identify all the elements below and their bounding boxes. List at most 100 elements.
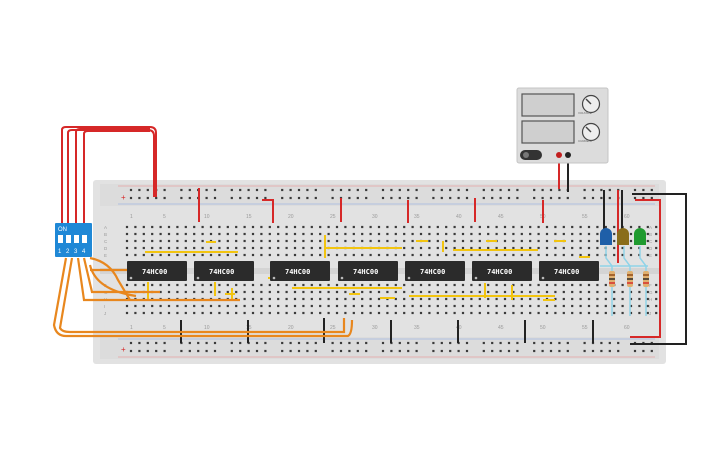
row-label: A <box>104 225 107 230</box>
voltage-display <box>521 93 575 117</box>
pin1-marker <box>196 276 200 280</box>
led-lead <box>605 246 613 316</box>
positive-terminal[interactable] <box>556 152 562 158</box>
pin1-marker <box>541 276 545 280</box>
dip-on-label: ON <box>58 227 67 233</box>
pin1-marker <box>340 276 344 280</box>
col-num: 20 <box>288 214 294 220</box>
col-num: 60 <box>624 325 630 331</box>
wire-red <box>83 130 150 230</box>
dip-number: 3 <box>74 249 78 255</box>
current-display <box>521 120 575 144</box>
col-num: 1 <box>130 214 133 220</box>
row-label: H <box>649 297 652 302</box>
row-label: C <box>649 239 653 244</box>
knob-label: VOLTAGE <box>578 111 592 115</box>
led-blue[interactable] <box>600 228 612 245</box>
ic-chip[interactable]: 74HC00 <box>405 261 465 281</box>
dip-switch[interactable]: ON 1 2 3 4 <box>55 223 92 257</box>
dip-number: 4 <box>82 249 86 255</box>
wire-black <box>630 193 687 345</box>
wire-orange <box>82 257 160 294</box>
col-num: 35 <box>414 325 420 331</box>
orange-wires <box>52 256 354 338</box>
row-label: B <box>649 232 652 237</box>
dip-toggle-2[interactable] <box>66 235 71 243</box>
ic-chip[interactable]: 74HC00 <box>539 261 599 281</box>
col-num: 20 <box>288 325 294 331</box>
wire-red <box>630 199 661 338</box>
col-num: 45 <box>498 325 504 331</box>
chip-label: 74HC00 <box>142 268 167 276</box>
ic-chip[interactable]: 74HC00 <box>472 261 532 281</box>
chip-label: 74HC00 <box>420 268 445 276</box>
col-num: 60 <box>624 214 630 220</box>
col-num: 30 <box>372 325 378 331</box>
pin1-marker <box>129 276 133 280</box>
wire-red <box>61 126 157 230</box>
negative-terminal[interactable] <box>565 152 571 158</box>
ic-chip[interactable]: 74HC00 <box>127 261 187 281</box>
col-num: 55 <box>582 214 588 220</box>
row-label: I <box>104 304 105 309</box>
breadboard-holes <box>125 188 658 353</box>
dip-number: 2 <box>66 249 70 255</box>
row-label: G <box>649 290 653 295</box>
dip-toggle-4[interactable] <box>82 235 87 243</box>
rail-plus-bottom: + <box>121 345 126 354</box>
dip-toggle-1[interactable] <box>58 235 63 243</box>
col-num: 30 <box>372 214 378 220</box>
row-label: B <box>104 232 107 237</box>
resistors <box>600 246 649 316</box>
chip-label: 74HC00 <box>285 268 310 276</box>
pin1-marker <box>407 276 411 280</box>
rail-plus-top: + <box>121 193 126 202</box>
led-amber[interactable] <box>617 228 629 245</box>
wire-red <box>262 199 274 223</box>
row-label: E <box>649 253 652 258</box>
dip-toggle-3[interactable] <box>74 235 79 243</box>
row-label: F <box>649 283 652 288</box>
col-num: 15 <box>246 214 252 220</box>
col-num: 5 <box>163 325 166 331</box>
ic-chip[interactable]: 74HC00 <box>194 261 254 281</box>
leds <box>600 228 646 245</box>
ic-chips: 74HC00 74HC00 74HC00 74HC00 74HC00 74HC0… <box>127 261 599 281</box>
wire-orange <box>88 264 137 298</box>
col-num: 35 <box>414 214 420 220</box>
led-lead <box>623 246 631 316</box>
col-num: 25 <box>330 214 336 220</box>
led-green[interactable] <box>634 228 646 245</box>
red-wires <box>198 155 661 338</box>
ic-chip[interactable]: 74HC00 <box>270 261 330 281</box>
row-label: C <box>104 239 108 244</box>
wire-red <box>75 128 150 230</box>
col-num: 1 <box>130 325 133 331</box>
row-label: E <box>104 253 107 258</box>
chip-label: 74HC00 <box>554 268 579 276</box>
led-lead <box>639 246 647 316</box>
chip-label: 74HC00 <box>487 268 512 276</box>
row-label: I <box>649 304 650 309</box>
col-num: 40 <box>456 214 462 220</box>
row-label: J <box>649 311 651 316</box>
col-num: 5 <box>163 214 166 220</box>
col-num: 25 <box>330 325 336 331</box>
ic-chip[interactable]: 74HC00 <box>338 261 398 281</box>
dip-body <box>55 223 92 257</box>
dip-red-wires <box>61 126 157 230</box>
pin1-marker <box>272 276 276 280</box>
row-label: A <box>649 225 652 230</box>
chip-label: 74HC00 <box>353 268 378 276</box>
row-label: D <box>104 246 108 251</box>
dip-number: 1 <box>58 249 62 255</box>
col-num: 50 <box>540 325 546 331</box>
col-num: 55 <box>582 325 588 331</box>
wire-orange <box>52 257 354 338</box>
row-label: D <box>649 246 653 251</box>
col-num: 10 <box>204 325 210 331</box>
power-supply[interactable]: VOLTAGE CURRENT <box>516 87 609 164</box>
knob-label: CURRENT <box>578 139 593 143</box>
wire-orange <box>76 257 240 302</box>
